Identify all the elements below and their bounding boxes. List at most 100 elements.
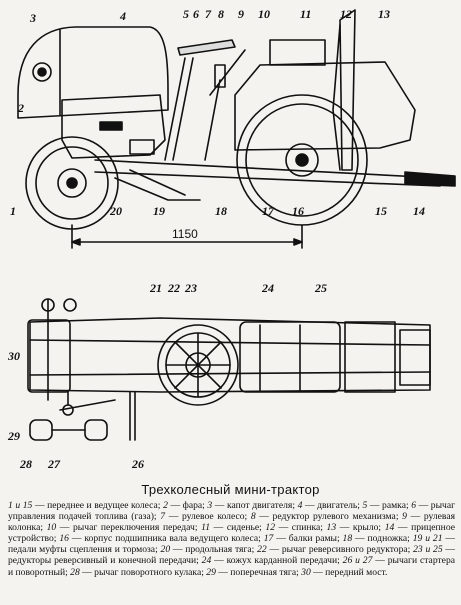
legend-text: — педали муфты сцепления и тормоза; [8,533,456,556]
legend-text: — сиденье; [210,522,266,534]
legend-number: 28 [70,566,80,578]
hitch [404,171,456,187]
legend-text: — двигатель; [302,500,363,511]
side-callout-14: 14 [413,204,425,218]
legend-text: — поперечная тяга; [215,566,302,578]
top-callout-28: 28 [19,457,32,471]
hood [17,26,169,119]
side-callout-2: 2 [17,101,24,115]
side-callout-5: 5 [183,7,189,21]
legend-text: — редукторы реверсивный и конечной перед… [8,544,455,567]
steering-column [164,57,186,161]
legend-number: 8 [250,511,256,523]
steering-wheel [177,39,236,56]
top-callout-29: 29 [7,429,20,443]
top-callout-30: 30 [7,349,20,363]
legend-text: — рычаг управления подачей топлива (газа… [8,500,456,523]
side-callout-10: 10 [258,7,270,21]
top-frame [29,317,431,393]
legend-text: — рычаг поворотного кулака; [79,566,207,578]
side-view [17,9,456,249]
legend-number: 26 и 27 [342,555,373,567]
top-callout-26: 26 [131,457,144,471]
legend-text: — фара; [167,500,208,511]
side-callout-3: 3 [29,11,36,25]
front-wheel [25,136,119,230]
legend-text: — продольная тяга; [170,544,258,556]
drive-wheel-top [157,324,239,406]
side-callout-20: 20 [109,204,122,218]
seat-back [339,9,356,171]
figure-legend: 1 и 15 — переднее и ведущее колеса; 2 — … [8,500,455,578]
top-view [27,298,431,441]
seat [269,39,326,66]
top-callout-23: 23 [184,281,197,295]
top-callout-27: 27 [47,457,61,471]
legend-number: 2 [163,500,168,511]
top-callout-25: 25 [314,281,327,295]
front-wheel-top [29,391,116,441]
side-callout-15: 15 [375,204,387,218]
footboard [114,177,201,201]
side-callout-13: 13 [378,7,390,21]
legend-number: 29 [206,566,216,578]
legend-number: 11 [201,522,211,534]
legend-number: 9 [402,511,407,523]
legend-text: — редуктор рулевого механизма; [255,511,403,523]
legend-number: 4 [297,500,303,511]
legend-text: — капот двигателя; [212,500,298,511]
legend-text: — спинка; [275,522,327,534]
legend-number: 5 [362,500,368,511]
legend-number: 14 [384,522,395,534]
legend-text: — корпус подшипника вала ведущего колеса… [68,533,264,545]
legend-text: — передний мост. [310,566,388,578]
side-callout-8: 8 [218,7,224,21]
top-callout-24: 24 [261,281,274,295]
legend-text: — подножка; [352,533,413,545]
legend-text: — рычаг переключения передач; [56,522,202,534]
legend-text: — крыло; [336,522,385,534]
legend-number: 22 [257,544,267,556]
cardan-housing [239,321,341,393]
legend-text: — рулевая колонка; [8,511,456,534]
legend-number: 16 [59,533,69,545]
legend-number: 23 и 25 [413,544,443,556]
legend-number: 17 [263,533,274,545]
fender [234,61,416,151]
top-callout-21: 21 [149,281,162,295]
side-callout-18: 18 [215,204,227,218]
side-callout-12: 12 [340,7,352,21]
legend-text: — кожух карданной передачи; [211,555,343,567]
side-callout-19: 19 [153,204,165,218]
legend-number: 30 [301,566,311,578]
legend-number: 18 [342,533,353,545]
legend-number: 13 [326,522,337,534]
legend-text: — рычаги стартера и поворотный; [8,555,455,578]
legend-text: — рамка; [367,500,412,511]
side-callout-7: 7 [205,7,212,21]
side-callout-9: 9 [238,7,244,21]
legend-number: 3 [207,500,213,511]
final-drive [344,321,396,393]
side-callout-11: 11 [300,7,311,21]
side-callout-16: 16 [292,204,304,218]
legend-number: 12 [265,522,275,534]
legend-text: — рычаг реверсивного редуктора; [266,544,414,556]
legend-text: — прицепное устройство; [8,522,455,545]
legend-number: 19 и 21 [412,533,443,545]
side-callout-1: 1 [10,204,16,218]
dimension-label: 1150 [172,227,198,241]
side-callout-17: 17 [262,204,275,218]
legend-text: — балки рамы; [273,533,343,545]
legend-number: 20 [160,544,171,556]
legend-number: 6 [411,500,417,511]
legend-number: 7 [160,511,166,523]
legend-number: 1 и 15 [8,500,33,511]
headlight [32,62,52,82]
front-axle [27,319,71,393]
side-callout-6: 6 [193,7,199,21]
legend-number: 10 [46,522,57,534]
